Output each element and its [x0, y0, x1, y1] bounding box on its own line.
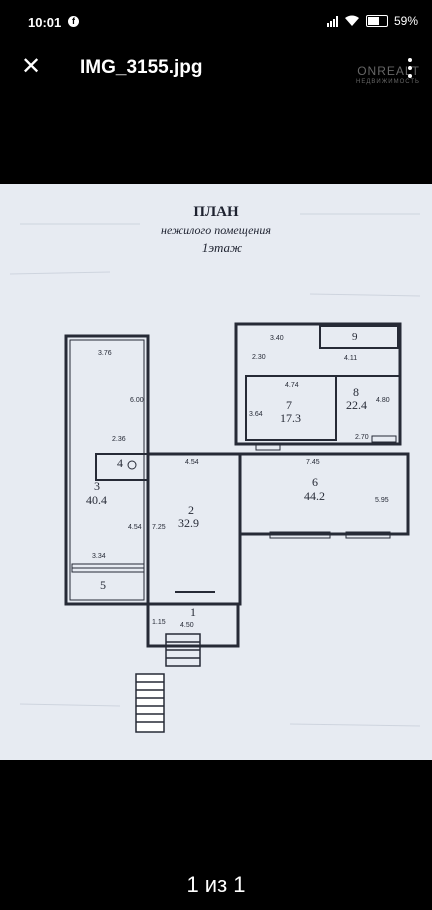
room-area-8: 22.4: [346, 398, 367, 412]
battery-level: 59%: [393, 14, 418, 28]
plan-title: ПЛАН: [193, 204, 239, 220]
room-num-8: 8: [353, 385, 359, 399]
room-num-4: 4: [117, 456, 123, 470]
plan-floor: 1этаж: [202, 240, 242, 255]
dim-5-95: 5.95: [375, 497, 389, 504]
room-labels: 1 2 32.9 3 40.4 4 5 6 44.2 7 17.3 8 22.4…: [86, 331, 367, 619]
room-area-6: 44.2: [304, 489, 325, 503]
room-num-6: 6: [312, 475, 318, 489]
watermark-brand: ONREALT: [357, 64, 420, 78]
dim-4-54-b: 4.54: [128, 524, 142, 531]
room-area-2: 32.9: [178, 516, 199, 530]
wifi-icon: [344, 15, 359, 26]
dim-4-80: 4.80: [376, 397, 390, 404]
dim-4-54-a: 4.54: [185, 459, 199, 466]
dim-7-45: 7.45: [306, 459, 320, 466]
dim-3-76: 3.76: [98, 350, 112, 357]
dim-3-40: 3.40: [270, 335, 284, 342]
close-icon[interactable]: ✕: [20, 53, 42, 80]
image-counter: 1 из 1: [186, 872, 246, 897]
room-num-2: 2: [188, 503, 194, 517]
status-bar: 10:01 f 59%: [0, 0, 432, 44]
dim-4-50: 4.50: [180, 622, 194, 629]
room-num-9: 9: [352, 331, 358, 343]
dim-2-36: 2.36: [112, 436, 126, 443]
status-time: 10:01: [28, 15, 62, 30]
dim-2-30: 2.30: [252, 354, 266, 361]
room-area-3: 40.4: [86, 493, 107, 507]
watermark-sub: НЕДВИЖИМОСТЬ: [356, 79, 420, 85]
dim-3-34: 3.34: [92, 553, 106, 560]
dimension-labels: 3.76 6.00 2.36 4.54 3.34 7.25 4.54 1.15 …: [92, 335, 390, 629]
plan-stairs: [135, 633, 201, 733]
battery-icon: [365, 15, 388, 27]
dim-1-15: 1.15: [152, 619, 166, 626]
viewer-toolbar: ✕ IMG_3155.jpg ONREALT НЕДВИЖИМОСТЬ: [0, 44, 432, 92]
floor-plan: ПЛАН нежилого помещения 1этаж 1 2 32.9: [0, 184, 432, 760]
watermark: ONREALT НЕДВИЖИМОСТЬ: [356, 64, 420, 88]
plan-details: [71, 435, 397, 593]
room-num-1: 1: [190, 605, 196, 619]
dim-4-11: 4.11: [344, 355, 357, 362]
room-area-7: 17.3: [280, 411, 301, 425]
plan-subtitle: нежилого помещения: [161, 223, 271, 237]
room-num-7: 7: [286, 398, 292, 412]
dim-2-70: 2.70: [355, 434, 369, 441]
signal-icon: [326, 15, 338, 27]
dim-3-64: 3.64: [249, 411, 263, 418]
file-title: IMG_3155.jpg: [80, 57, 203, 78]
dim-4-74: 4.74: [285, 382, 299, 389]
dim-6-00: 6.00: [130, 397, 144, 404]
room-num-3: 3: [94, 479, 100, 493]
image-viewer[interactable]: ПЛАН нежилого помещения 1этаж 1 2 32.9: [0, 184, 432, 760]
room-num-5: 5: [100, 578, 106, 592]
facebook-icon: f: [68, 16, 79, 27]
status-right: 59%: [326, 14, 418, 28]
dim-7-25: 7.25: [152, 524, 166, 531]
more-vert-icon[interactable]: [400, 54, 420, 82]
plan-walls: [64, 322, 410, 648]
